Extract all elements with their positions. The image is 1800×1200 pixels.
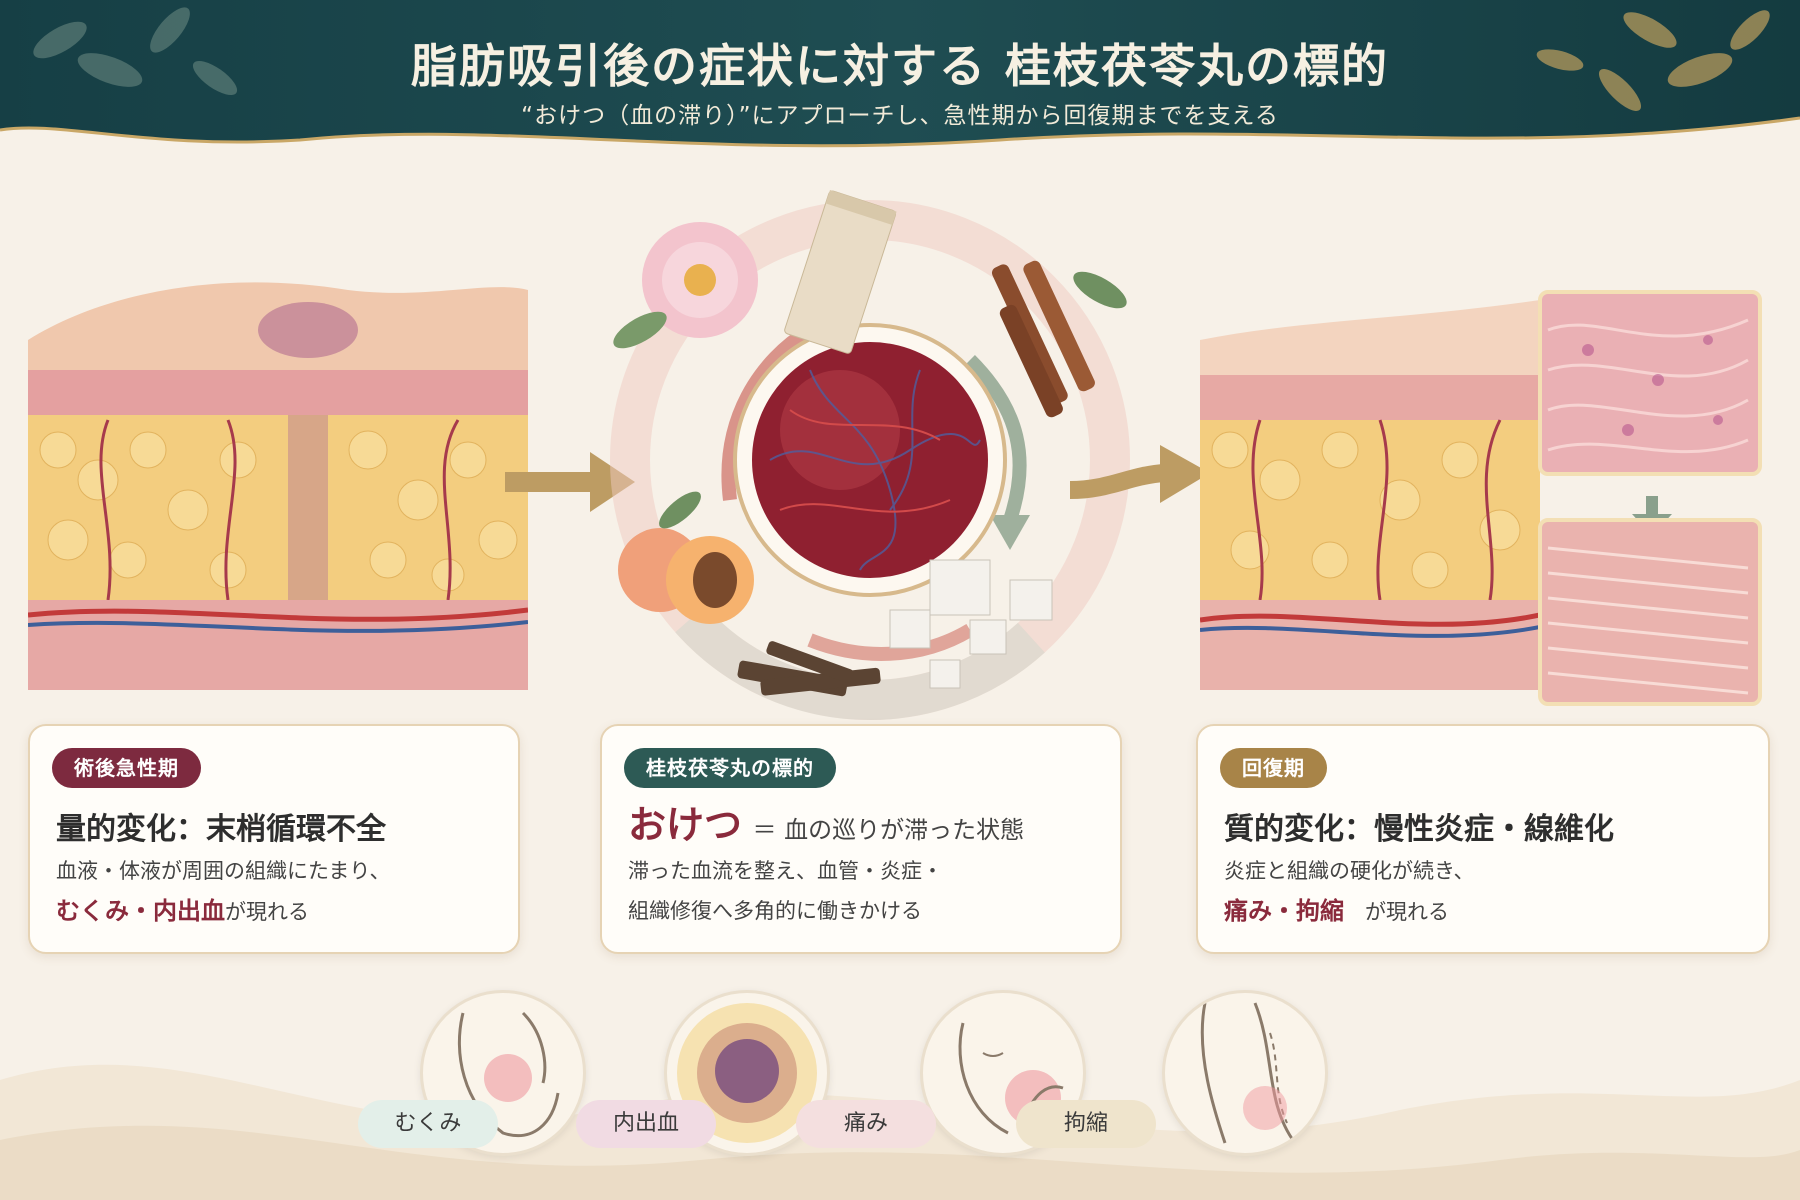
inflammation-fiber-panel bbox=[1538, 290, 1762, 476]
acute-phase-text-1: 血液・体液が周囲の組織にたまり、 bbox=[56, 859, 391, 883]
recovery-phase-text-1: 炎症と組織の硬化が続き、 bbox=[1224, 859, 1475, 883]
keishibukuryogan-herbs-illustration bbox=[590, 160, 1150, 720]
symptom-pill-edema: むくみ bbox=[358, 1100, 498, 1148]
recovery-phase-text-2-rest: が現れる bbox=[1365, 900, 1449, 924]
header-banner: 脂肪吸引後の症状に対する 桂枝茯苓丸の標的 “おけつ（血の滞り）”にアプローチし… bbox=[0, 0, 1800, 180]
acute-phase-text-2-rest: が現れる bbox=[224, 900, 309, 924]
acute-phase-tissue-illustration bbox=[28, 270, 528, 710]
target-text-1: 滞った血流を整え、血管・炎症・ bbox=[628, 859, 943, 883]
recovery-phase-card: 回復期 質的変化：慢性炎症・線維化 炎症と組織の硬化が続き、 痛み・拘縮 が現れ… bbox=[1196, 724, 1770, 954]
oketsu-highlight: おけつ bbox=[628, 803, 743, 847]
flow-arrow-right-2 bbox=[1069, 445, 1210, 509]
acute-symptom-highlight: むくみ・内出血 bbox=[56, 897, 225, 925]
target-heading: おけつ ＝ 血の巡りが滞った状態 bbox=[628, 794, 1024, 849]
target-heading-rest: ＝ 血の巡りが滞った状態 bbox=[752, 816, 1025, 844]
acute-phase-badge: 術後急性期 bbox=[52, 748, 201, 788]
acute-phase-text-2: むくみ・内出血が現れる bbox=[56, 892, 309, 931]
symptom-pill-bruise: 内出血 bbox=[576, 1100, 716, 1148]
recovery-phase-badge: 回復期 bbox=[1220, 748, 1327, 788]
page-title: 脂肪吸引後の症状に対する 桂枝茯苓丸の標的 bbox=[410, 39, 1389, 93]
symptom-pill-contracture: 拘縮 bbox=[1016, 1100, 1156, 1148]
target-badge: 桂枝茯苓丸の標的 bbox=[624, 748, 836, 788]
contracture-icon bbox=[1162, 990, 1328, 1156]
fibrosis-fiber-panel bbox=[1538, 518, 1762, 706]
recovery-phase-tissue-illustration bbox=[1200, 280, 1540, 700]
target-card: 桂枝茯苓丸の標的 おけつ ＝ 血の巡りが滞った状態 滞った血流を整え、血管・炎症… bbox=[600, 724, 1122, 954]
recovery-phase-heading: 質的変化：慢性炎症・線維化 bbox=[1224, 812, 1614, 847]
acute-phase-heading: 量的変化：末梢循環不全 bbox=[56, 812, 386, 847]
acute-phase-card: 術後急性期 量的変化：末梢循環不全 血液・体液が周囲の組織にたまり、 むくみ・内… bbox=[28, 724, 520, 954]
symptom-pill-pain: 痛み bbox=[796, 1100, 936, 1148]
target-text-2: 組織修復へ多角的に働きかける bbox=[628, 899, 922, 923]
bottom-wave-decoration bbox=[0, 1064, 1800, 1200]
recovery-phase-text-2: 痛み・拘縮 が現れる bbox=[1224, 892, 1449, 931]
recovery-symptom-highlight: 痛み・拘縮 bbox=[1224, 897, 1344, 925]
page-subtitle: “おけつ（血の滞り）”にアプローチし、急性期から回復期までを支える bbox=[521, 103, 1279, 129]
